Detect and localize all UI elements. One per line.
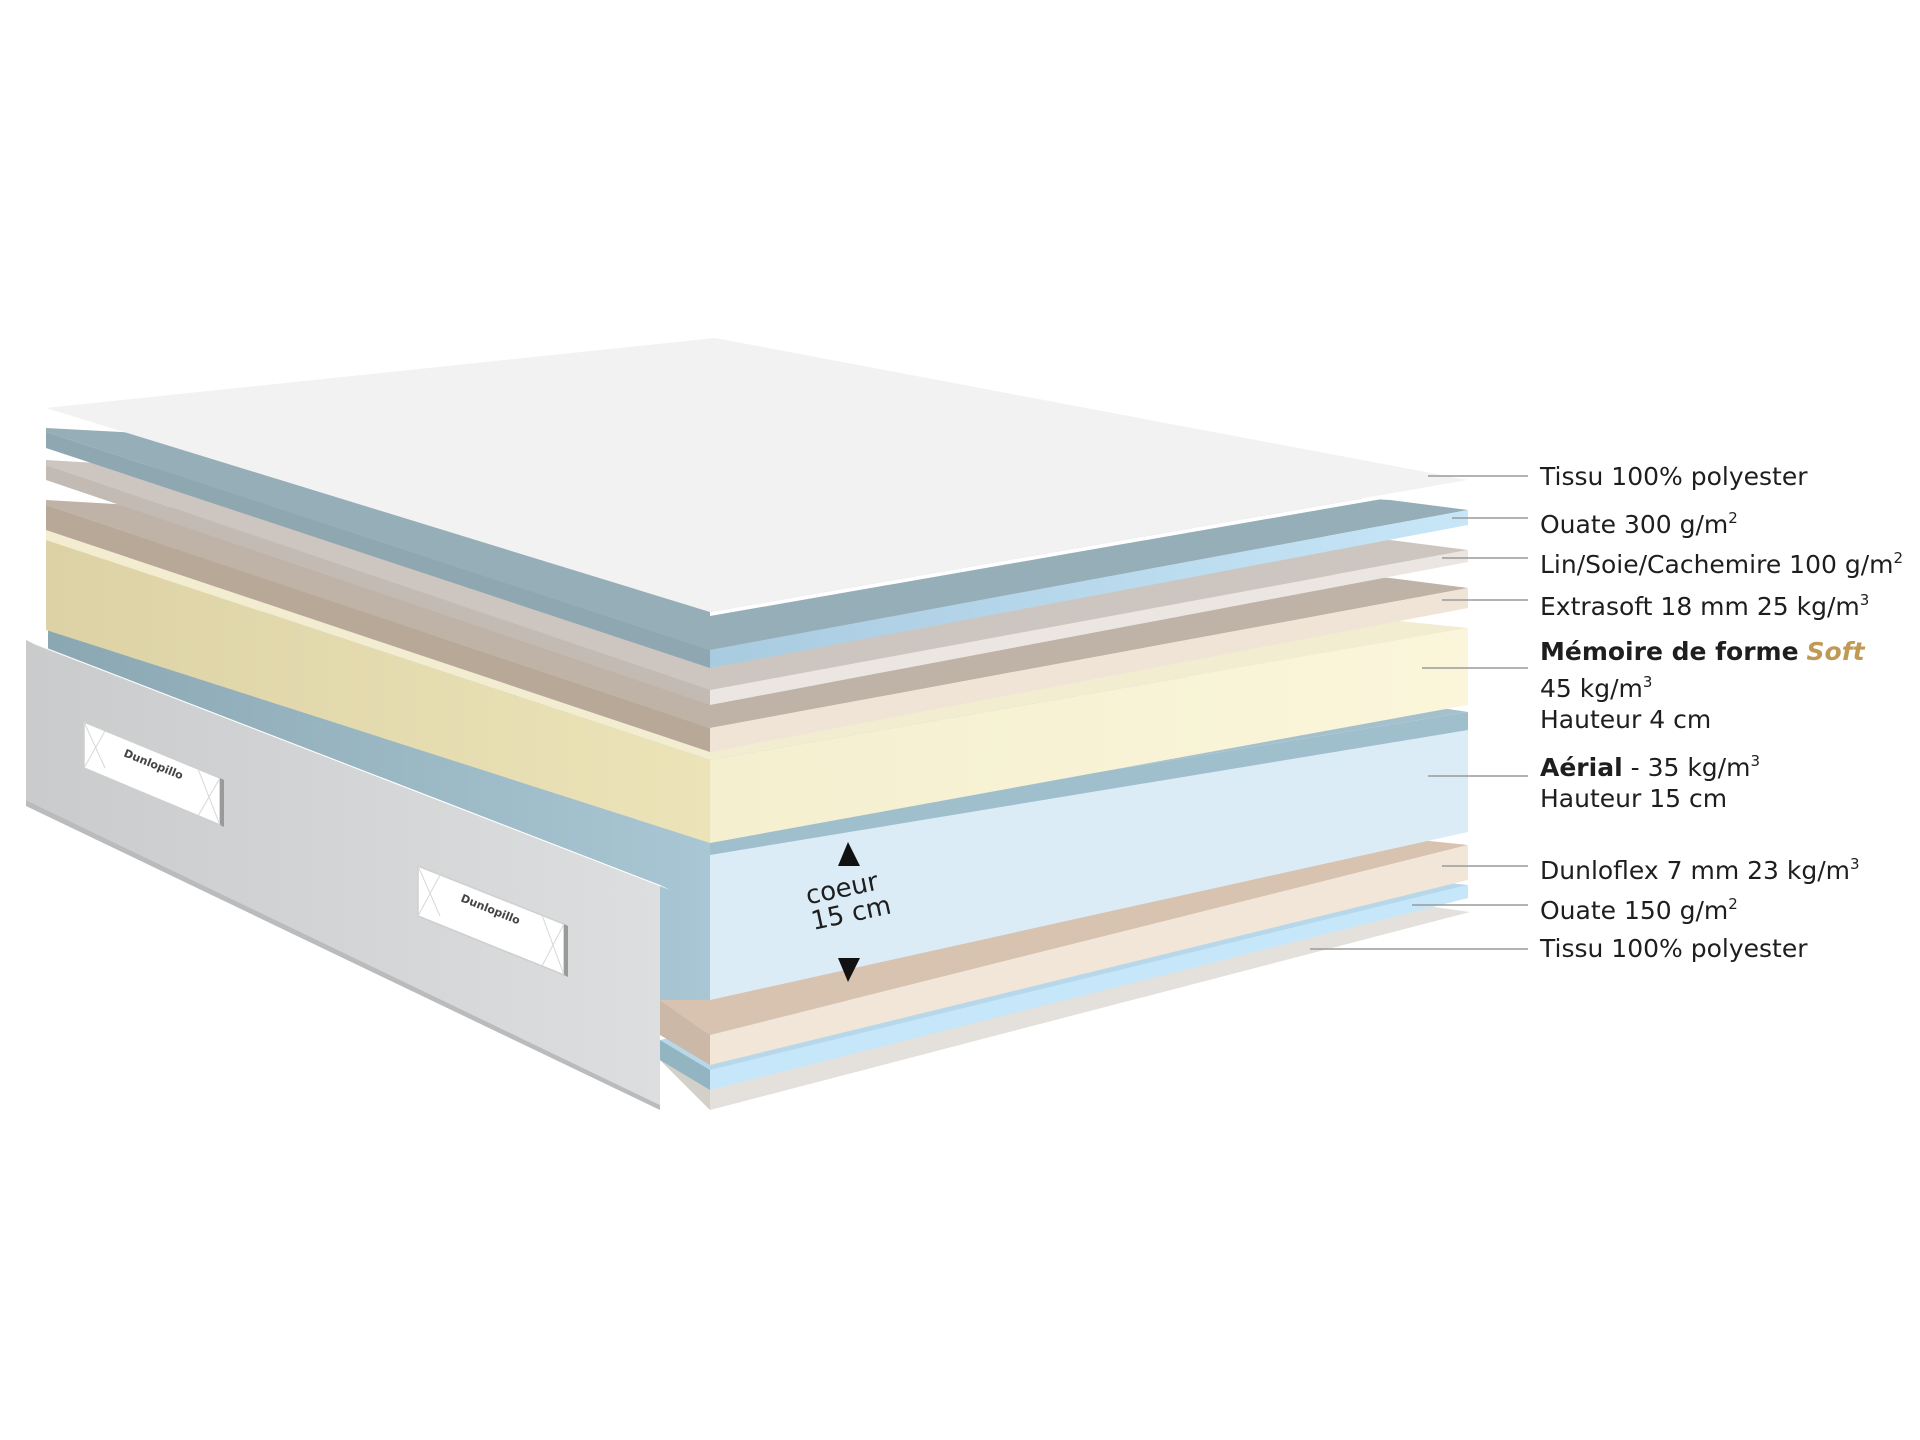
brand-tag-right xyxy=(417,864,568,977)
label-dunloflex: Dunloflex 7 mm 23 kg/m3 xyxy=(1540,855,1860,885)
label-tissu-bottom: Tissu 100% polyester xyxy=(1540,934,1808,963)
label-tissu-top: Tissu 100% polyester xyxy=(1540,462,1808,491)
mattress-cover-side xyxy=(26,640,670,1110)
arrow-down-icon xyxy=(838,958,860,982)
memoire-title-line: Mémoire de forme Soft xyxy=(1540,637,1865,666)
leader-lines xyxy=(1310,475,1528,950)
label-extrasoft: Extrasoft 18 mm 25 kg/m3 xyxy=(1540,591,1870,621)
layer-top-fabric xyxy=(46,338,1468,616)
arrow-up-icon xyxy=(838,842,860,866)
memoire-height-line: Hauteur 4 cm xyxy=(1540,705,1712,734)
core-height-arrow xyxy=(838,842,860,982)
label-memoire-de-forme: Mémoire de forme Soft 45 kg/m3 Hauteur 4… xyxy=(1540,636,1865,735)
aerial-title-line: Aérial - 35 kg/m3 xyxy=(1540,752,1760,782)
aerial-height-line: Hauteur 15 cm xyxy=(1540,784,1728,813)
layer-dunloflex xyxy=(660,840,1468,1065)
brand-tag-left xyxy=(83,720,224,827)
label-aerial: Aérial - 35 kg/m3 Hauteur 15 cm xyxy=(1540,746,1760,814)
label-ouate-150: Ouate 150 g/m2 xyxy=(1540,895,1738,925)
label-lin-soie-cachemire: Lin/Soie/Cachemire 100 g/m2 xyxy=(1540,549,1904,579)
memoire-density-line: 45 kg/m3 xyxy=(1540,673,1653,703)
label-ouate-300: Ouate 300 g/m2 xyxy=(1540,509,1738,539)
